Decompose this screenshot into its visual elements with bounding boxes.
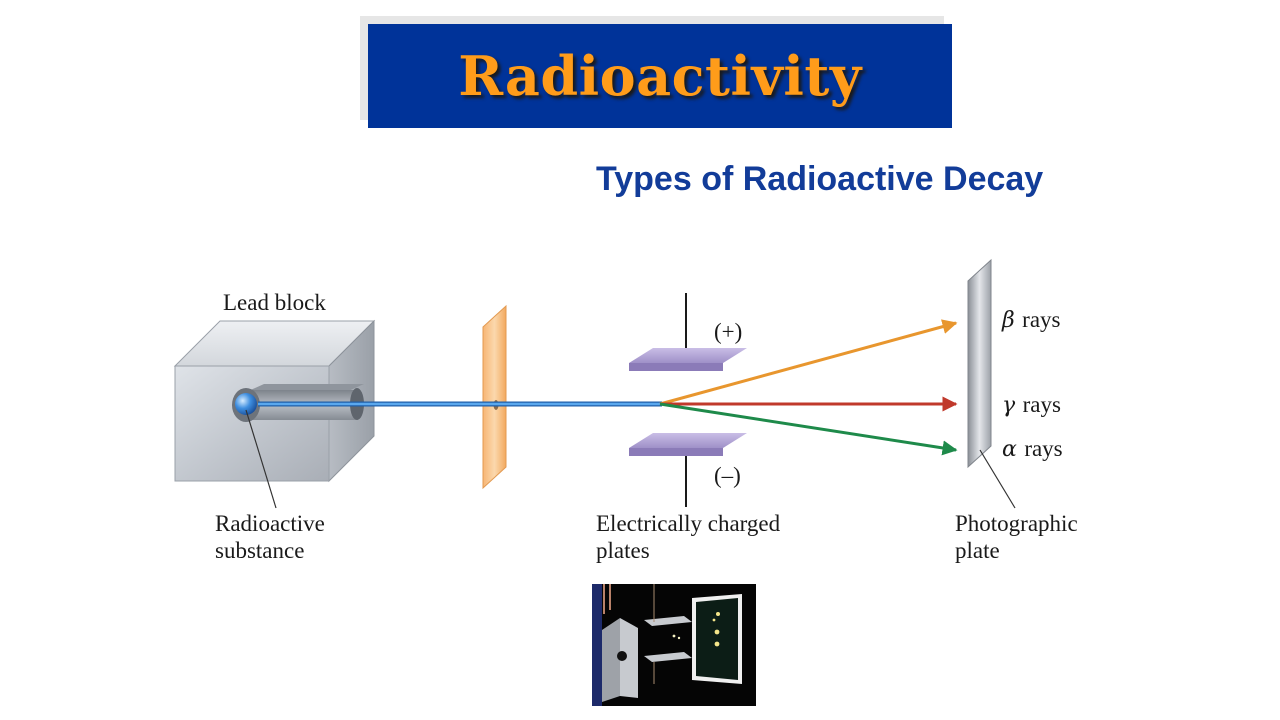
radioactive-substance-label-line1: Radioactive (215, 511, 325, 536)
alpha-ray-arrow (659, 402, 958, 456)
lead-block (173, 319, 376, 483)
photographic-plate-pointer-line (979, 449, 1016, 509)
page-title: Radioactivity (458, 44, 862, 108)
title-banner: Radioactivity (368, 24, 952, 128)
slit-filter (482, 304, 507, 490)
page-subtitle: Types of Radioactive Decay (596, 160, 1044, 198)
beta-rays-label: β rays (1001, 307, 1061, 333)
apparatus-photo (592, 584, 756, 706)
gamma-rays-text: rays (1023, 392, 1061, 417)
photographic-plate-label-line2: plate (955, 538, 1000, 563)
radioactive-substance-label-line2: substance (215, 538, 304, 563)
beta-symbol: β (1001, 308, 1015, 333)
gamma-symbol: γ (1002, 393, 1016, 418)
gamma-rays-label: γ rays (1002, 392, 1061, 418)
negative-plate (629, 433, 747, 448)
beta-ray-arrow (659, 319, 958, 406)
positive-plate-edge (629, 363, 723, 371)
alpha-rays-text: rays (1024, 436, 1062, 461)
apparatus-photo-illustration (592, 584, 756, 706)
positive-plate (629, 348, 747, 363)
plates-label-line1: Electrically charged (596, 511, 781, 536)
alpha-rays-label: α rays (1002, 436, 1063, 462)
positive-label: (+) (714, 319, 742, 344)
charged-plates (629, 293, 747, 507)
photographic-plate (967, 258, 1016, 509)
photographic-plate-label-line1: Photographic (955, 511, 1078, 536)
substance-pointer-line (245, 409, 277, 509)
negative-plate-edge (629, 448, 723, 456)
negative-label: (–) (714, 463, 741, 488)
radioactive-substance-ball (235, 393, 257, 415)
beta-rays-text: rays (1022, 307, 1060, 332)
lead-block-label: Lead block (223, 290, 326, 315)
alpha-symbol: α (1002, 437, 1017, 462)
plates-label-line2: plates (596, 538, 650, 563)
